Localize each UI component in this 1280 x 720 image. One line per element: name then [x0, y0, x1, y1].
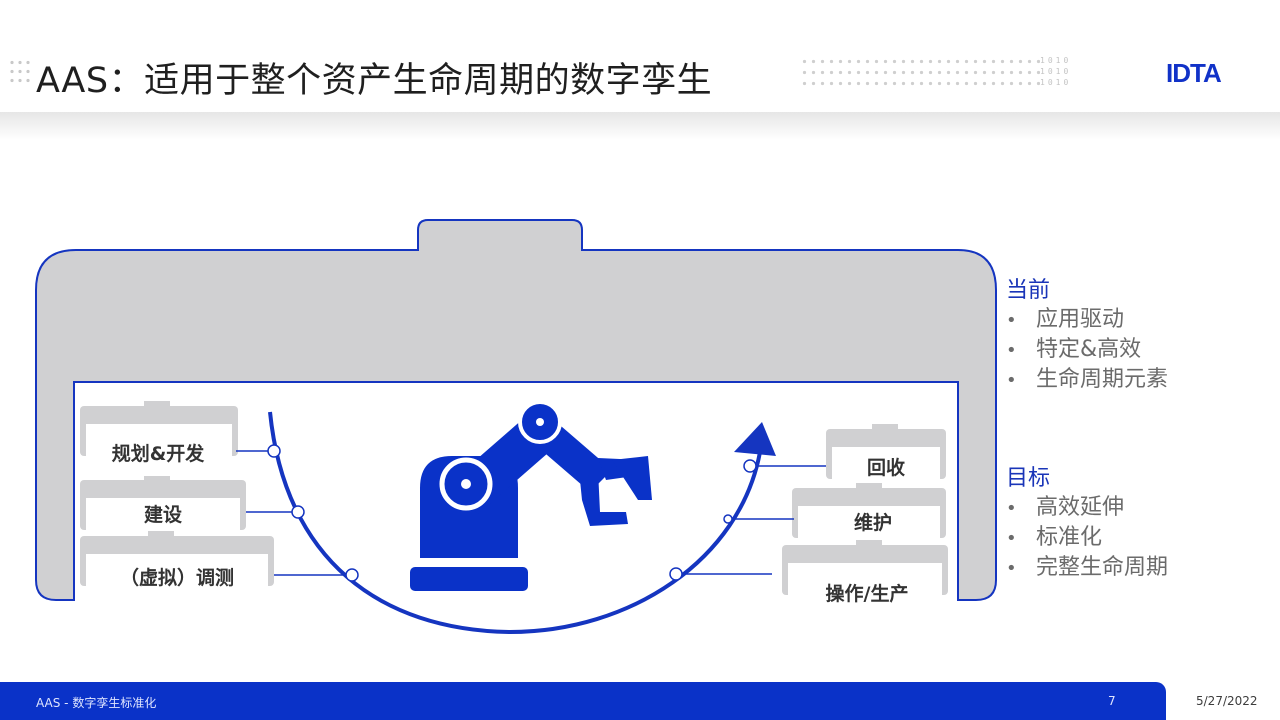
target-heading: 目标: [1006, 466, 1051, 491]
footer-bar: [0, 682, 1166, 720]
connector-lines: [236, 450, 826, 576]
footer-date: 5/27/2022: [1196, 694, 1258, 708]
lifecycle-arc: [268, 411, 762, 635]
phase-card-left-1: [80, 401, 238, 456]
current-item: 应用驱动: [1006, 305, 1168, 335]
phase-label: （虚拟）调测: [120, 566, 234, 589]
target-section: 目标 高效延伸 标准化 完整生命周期: [1006, 464, 1168, 583]
binary-line: 1010: [1040, 67, 1072, 76]
current-item: 特定&高效: [1006, 335, 1168, 365]
current-heading: 当前: [1006, 278, 1051, 303]
header-shadow-band: [0, 112, 1280, 140]
decorative-dot-grid-right: [800, 56, 1040, 88]
target-item: 完整生命周期: [1006, 553, 1168, 583]
connector-dots: [267, 444, 757, 582]
phase-label: 规划&开发: [112, 442, 206, 465]
robot-arm-icon: [410, 400, 652, 591]
target-item: 高效延伸: [1006, 493, 1168, 523]
phase-card-right-1: [826, 424, 946, 479]
target-item: 标准化: [1006, 523, 1168, 553]
binary-line: 1010: [1040, 56, 1072, 65]
page-number: 7: [1108, 694, 1116, 708]
binary-line: 1010: [1040, 78, 1072, 87]
phase-label: 回收: [867, 456, 905, 479]
phase-card-left-2: [80, 476, 246, 530]
current-item: 生命周期元素: [1006, 365, 1168, 395]
arc-arrowhead-icon: [734, 422, 776, 456]
phase-card-left-3: [80, 531, 274, 586]
phase-label: 建设: [144, 503, 182, 526]
current-section: 当前 应用驱动 特定&高效 生命周期元素: [1006, 276, 1168, 395]
phase-card-right-2: [792, 483, 946, 538]
footer-title: AAS - 数字孪生标准化: [36, 696, 157, 710]
page-title: AAS：适用于整个资产生命周期的数字孪生: [36, 61, 713, 101]
outer-tray: [35, 219, 997, 601]
idta-logo: IDTA: [1166, 58, 1222, 88]
phase-label: 操作/生产: [826, 582, 909, 605]
phase-label: 维护: [854, 511, 892, 534]
phase-card-right-3: [782, 540, 948, 595]
decorative-binary-text: 1010 1010 1010: [1040, 55, 1071, 88]
decorative-dot-grid-left: [8, 58, 32, 86]
